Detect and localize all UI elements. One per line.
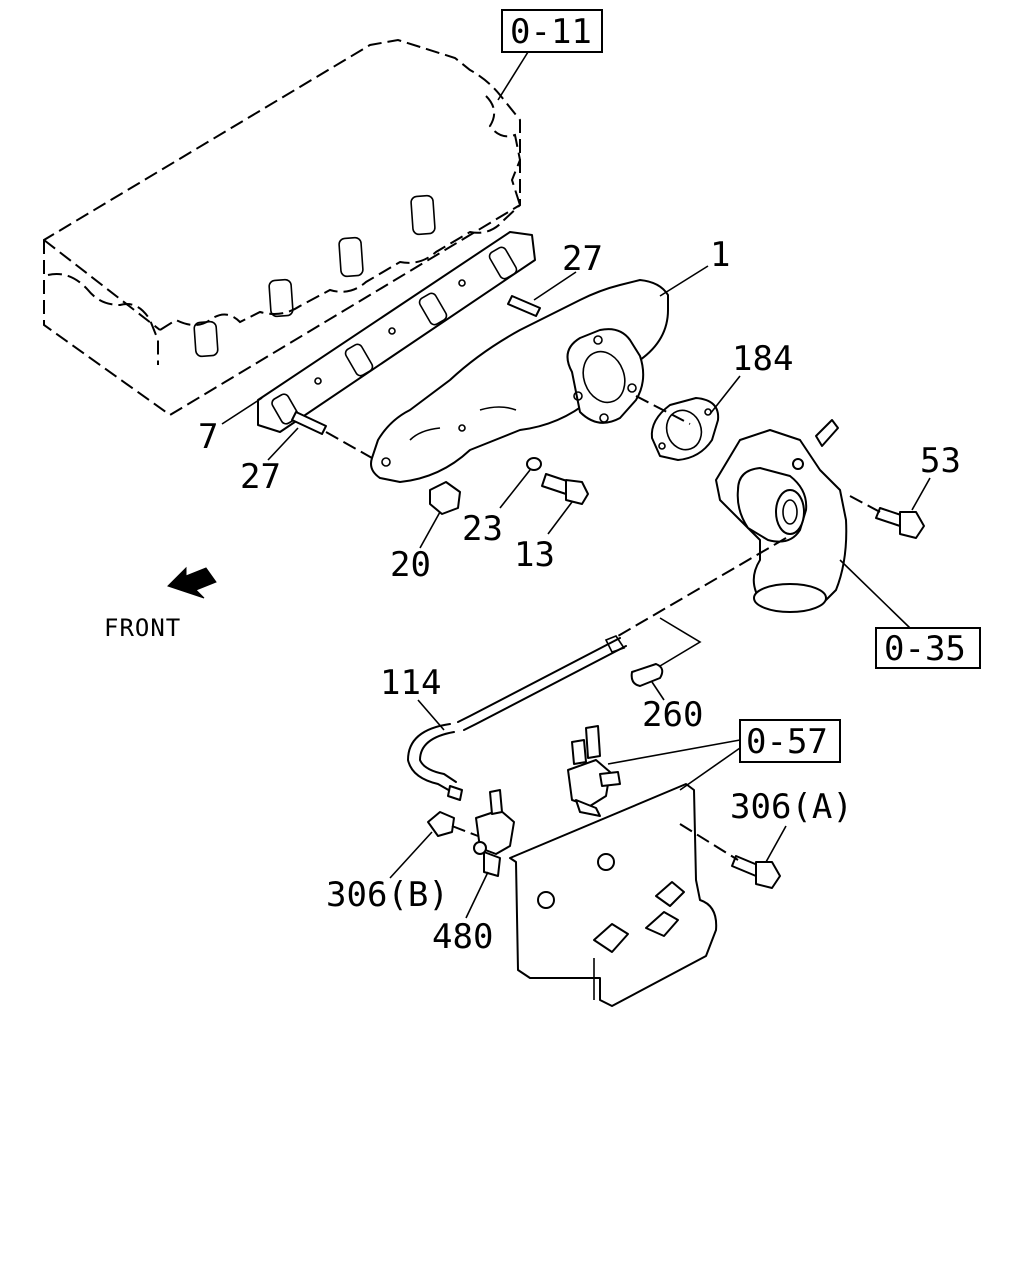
vsv-upper — [567, 725, 621, 817]
callout-27-top: 27 — [562, 239, 603, 279]
callout-23: 23 — [462, 509, 503, 549]
stud-27-top — [507, 295, 541, 317]
exhaust-manifold — [370, 279, 669, 483]
callout-114: 114 — [380, 663, 441, 703]
svg-text:0-11: 0-11 — [510, 12, 592, 52]
ref-box-bottom: 0-57 — [739, 719, 841, 763]
washer-23 — [526, 457, 542, 471]
ref-box-right: 0-35 — [875, 627, 981, 669]
callout-260: 260 — [642, 695, 703, 735]
gasket-184 — [650, 397, 720, 461]
callout-1: 1 — [710, 235, 730, 275]
svg-text:0-35: 0-35 — [884, 629, 966, 669]
bolt-53 — [875, 507, 925, 539]
callout-7: 7 — [198, 417, 218, 457]
cylinder-head-outline — [43, 38, 522, 417]
callout-53: 53 — [920, 441, 961, 481]
egr-valve-elbow — [715, 419, 848, 613]
callout-480: 480 — [432, 917, 493, 957]
callout-20: 20 — [390, 545, 431, 585]
stud-27-left — [291, 411, 327, 435]
svg-text:0-57: 0-57 — [746, 722, 828, 762]
ref-box-top: 0-11 — [501, 9, 603, 53]
callout-184: 184 — [732, 339, 793, 379]
manifold-gasket — [257, 231, 536, 433]
nut-20 — [429, 481, 461, 515]
callout-27-left: 27 — [240, 457, 281, 497]
callout-306a: 306(A) — [730, 787, 853, 827]
bolt-306b — [427, 811, 455, 837]
vsv-lower — [473, 789, 515, 877]
vacuum-pipe-114 — [407, 635, 627, 801]
callout-13: 13 — [514, 535, 555, 575]
bolt-13 — [541, 473, 589, 505]
front-arrow-icon — [167, 566, 217, 599]
front-label: FRONT — [104, 614, 181, 642]
rubber-hose-260 — [630, 663, 664, 687]
bolt-306a — [731, 855, 781, 889]
vsv-bracket — [509, 783, 718, 1007]
callout-306b: 306(B) — [326, 875, 449, 915]
